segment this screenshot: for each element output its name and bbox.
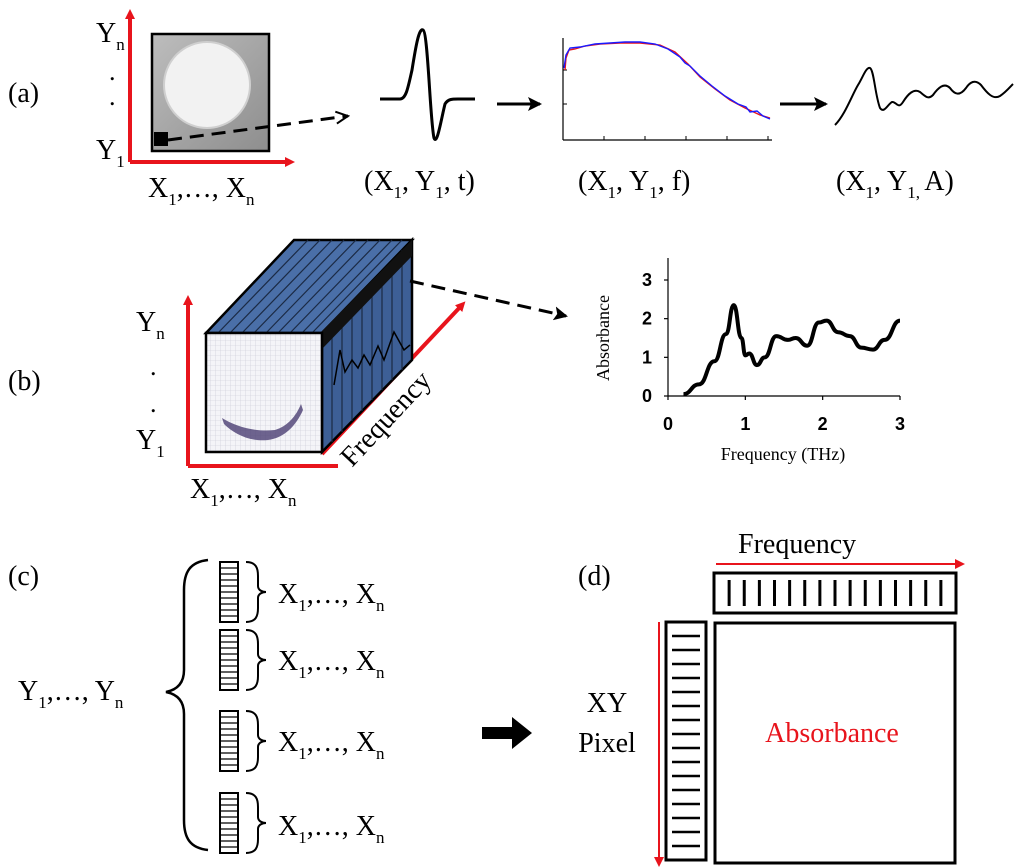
pixel-column — [219, 792, 267, 854]
row-label: X1,…, Xn — [278, 579, 385, 615]
selected-pixel — [154, 132, 168, 146]
panel-label-a: (a) — [8, 78, 39, 109]
absorbance-matrix-label: Absorbance — [765, 718, 899, 749]
chart-y-tick-label: 2 — [642, 309, 652, 329]
chart-x-tick-label: 2 — [818, 414, 828, 434]
sample-disk — [163, 41, 251, 129]
panel-c: (c) Y1,…, Yn X1,…, Xn X1,…, Xn X1,…, Xn … — [8, 558, 532, 854]
panel-label-c: (c) — [8, 561, 39, 592]
row-brace — [245, 710, 267, 772]
spectrum-reference-line — [564, 42, 771, 119]
row-label: X1,…, Xn — [278, 811, 385, 847]
hyperspectral-cube — [203, 236, 415, 456]
chart-y-tick-label: 3 — [642, 270, 652, 290]
spectrum-sample-line — [563, 41, 771, 120]
pixel-column — [219, 561, 267, 623]
reshape-arrow — [482, 717, 532, 749]
row-label: X1,…, Xn — [278, 727, 385, 763]
frequency-header-strip — [712, 571, 958, 615]
chart-y-tick-label: 1 — [642, 347, 652, 367]
panel-d-frequency-label: Frequency — [738, 529, 856, 560]
chart-x-tick-label: 1 — [740, 414, 750, 434]
time-domain-pulse — [380, 28, 475, 141]
absorbance-matrix — [713, 621, 957, 865]
panel-b: (b) Y — [8, 236, 905, 510]
panel-label-d: (d) — [578, 561, 611, 592]
sample-edge-arc — [222, 404, 303, 441]
absorbance-series-line — [683, 303, 901, 397]
pixel-column-strip — [664, 620, 708, 862]
pixel-column — [219, 710, 267, 772]
cube-to-chart-arrow — [409, 279, 568, 321]
panel-a: (a) Yn . . Y1 X1,…, Xn — [8, 9, 1014, 209]
row-label: X1,…, Xn — [278, 646, 385, 682]
panel-b-x-label: X1,…, Xn — [190, 474, 297, 510]
ellipsis-dot: . — [150, 352, 157, 381]
chart-x-label: Frequency (THz) — [721, 444, 845, 465]
row-brace — [245, 629, 267, 691]
rows-brace — [165, 558, 209, 852]
panel-a-y-bottom-label: Y1 — [96, 135, 125, 171]
coords-frequency-label: (X1, Y1, f) — [578, 166, 690, 202]
coords-time-label: (X1, Y1, t) — [364, 166, 475, 202]
ellipsis-dot: . — [150, 389, 157, 418]
panel-b-y-bottom-label: Y1 — [136, 425, 165, 461]
cube-frequency-slices — [217, 239, 403, 442]
panel-a-x-label: X1,…, Xn — [148, 173, 255, 209]
panel-c-y-label: Y1,…, Yn — [18, 676, 124, 712]
row-brace — [245, 561, 267, 623]
chart-x-tick-label: 3 — [895, 414, 905, 434]
pixel-strip-outline — [664, 620, 708, 862]
panel-a-y-top-label: Yn — [96, 18, 125, 54]
ellipsis-dot: . — [109, 82, 116, 111]
xy-label: XY — [587, 688, 627, 719]
coords-absorbance-label: (X1, Y1, A) — [836, 166, 954, 202]
pixel-column — [219, 629, 267, 691]
chart-y-tick-label: 0 — [642, 386, 652, 406]
cube-spectrum-sketch — [333, 330, 411, 386]
absorbance-chart: 0 1 2 3 0 1 2 3 Frequency (THz) Absorbance — [593, 258, 905, 465]
absorbance-trace — [834, 67, 1014, 126]
spectrum-plot — [562, 38, 772, 141]
ellipsis-dot: . — [109, 57, 116, 86]
pixel-to-signal-arrow — [167, 116, 348, 142]
chart-x-tick-label: 0 — [663, 414, 673, 434]
panel-label-b: (b) — [8, 366, 41, 397]
pixel-label: Pixel — [578, 728, 636, 759]
row-labels: X1,…, Xn X1,…, Xn X1,…, Xn X1,…, Xn — [278, 579, 385, 847]
chart-y-label: Absorbance — [593, 295, 613, 381]
row-brace — [245, 792, 267, 854]
panel-b-y-top-label: Yn — [136, 307, 165, 343]
cube-edge-band — [320, 240, 412, 349]
pixel-row-columns — [219, 561, 267, 854]
panel-d: (d) Frequency XY Pixel Absorbance — [578, 529, 965, 867]
